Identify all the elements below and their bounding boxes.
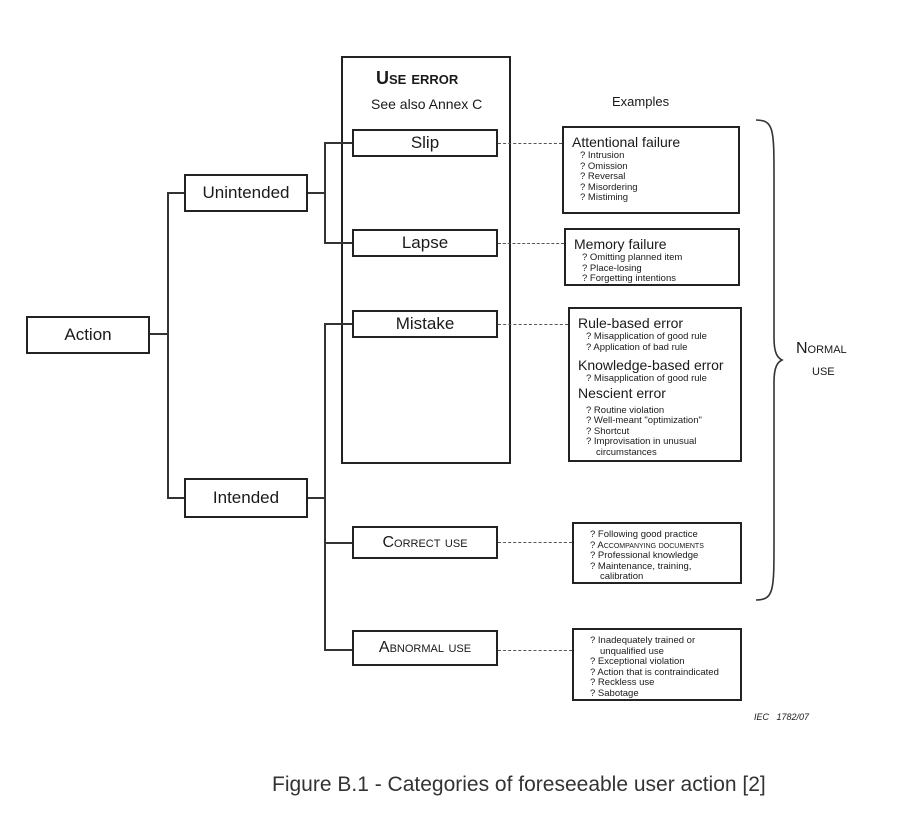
- normal-use-brace: [755, 119, 784, 601]
- list-item: unqualified use: [600, 645, 664, 657]
- abnormal-to-examples-dash: [498, 650, 572, 651]
- nescient-heading: Nescient error: [578, 384, 666, 401]
- list-item: ? Omission: [580, 160, 628, 172]
- use-error-subtitle: See also Annex C: [371, 96, 483, 112]
- abnormal-use-examples-box: ? Inadequately trained or unqualified us…: [572, 628, 742, 701]
- knowledge-based-heading: Knowledge-based error: [578, 357, 724, 373]
- list-item: ? Routine violation: [586, 404, 665, 416]
- list-item: ? Well-meant "optimization": [586, 415, 702, 426]
- list-item: calibration: [600, 571, 644, 582]
- list-item: ? Following good practice: [590, 529, 698, 540]
- figure-caption: Figure B.1 - Categories of foreseeable u…: [272, 773, 766, 796]
- list-item: ? Reversal: [580, 171, 626, 182]
- list-item: ? Place-losing: [582, 262, 642, 274]
- list-item: ? Misapplication of good rule: [586, 331, 707, 342]
- list-item: ? Inadequately trained or: [590, 635, 696, 646]
- branch-correct-h: [324, 542, 352, 544]
- memory-heading: Memory failure: [574, 236, 667, 252]
- unintended-node: Unintended: [184, 174, 308, 212]
- list-item: ? Action that is contraindicated: [590, 666, 719, 678]
- mistake-examples-box: Rule-based error ? Misapplication of goo…: [568, 307, 742, 462]
- list-item: ? Maintenance, training,: [590, 560, 692, 572]
- rule-based-heading: Rule-based error: [578, 315, 684, 331]
- branch-abnormal-h: [324, 649, 352, 651]
- list-item: ? Misapplication of good rule: [586, 373, 707, 384]
- mistake-node: Mistake: [352, 310, 498, 338]
- list-item: ? Improvisation in unusual: [586, 436, 697, 447]
- examples-label: Examples: [612, 94, 670, 109]
- normal-use-label-line1: Normal: [796, 340, 847, 357]
- action-branch-v: [167, 192, 169, 498]
- attentional-failure-box: Attentional failure ? Intrusion ? Omissi…: [562, 126, 740, 214]
- memory-failure-box: Memory failure ? Omitting planned item ?…: [564, 228, 740, 286]
- use-error-title: Use error: [376, 68, 459, 88]
- mistake-to-examples-dash: [498, 324, 568, 325]
- branch-slip-h: [324, 142, 352, 144]
- use-error-container: Use error See also Annex C: [341, 56, 511, 464]
- branch-lapse-h: [324, 242, 352, 244]
- list-item: ? Exceptional violation: [590, 656, 685, 667]
- list-item: ? Shortcut: [586, 425, 630, 437]
- branch-unintended-h: [167, 192, 184, 194]
- list-item: ? Misordering: [580, 181, 638, 193]
- list-item: ? Professional knowledge: [590, 550, 699, 561]
- list-item: circumstances: [596, 446, 657, 458]
- action-connector-h: [150, 333, 168, 335]
- intended-node: Intended: [184, 478, 308, 518]
- lapse-to-memory-dash: [498, 243, 564, 244]
- slip-to-attentional-dash: [498, 143, 562, 144]
- attentional-heading: Attentional failure: [572, 134, 681, 150]
- list-item: ? Accompanying documents: [590, 539, 704, 551]
- iec-code: IEC 1782/07: [754, 712, 810, 722]
- normal-use-label-line2: use: [812, 362, 835, 379]
- intended-connector-h: [307, 497, 325, 499]
- lapse-node: Lapse: [352, 229, 498, 257]
- list-item: ? Sabotage: [590, 687, 639, 699]
- branch-intended-h: [167, 497, 184, 499]
- unintended-branch-v: [324, 142, 326, 243]
- intended-branch-v: [324, 323, 326, 650]
- slip-node: Slip: [352, 129, 498, 157]
- list-item: ? Omitting planned item: [582, 252, 683, 263]
- action-node: Action: [26, 316, 150, 354]
- list-item: ? Forgetting intentions: [582, 273, 677, 284]
- list-item: ? Reckless use: [590, 677, 655, 688]
- correct-use-node: Correct use: [352, 526, 498, 559]
- branch-mistake-h: [324, 323, 352, 325]
- abnormal-use-node: Abnormal use: [352, 630, 498, 666]
- correct-to-examples-dash: [498, 542, 572, 543]
- list-item: ? Intrusion: [580, 150, 625, 161]
- list-item: ? Application of bad rule: [586, 341, 688, 353]
- correct-use-examples-box: ? Following good practice ? Accompanying…: [572, 522, 742, 584]
- unintended-connector-h: [307, 192, 325, 194]
- list-item: ? Mistiming: [580, 192, 629, 203]
